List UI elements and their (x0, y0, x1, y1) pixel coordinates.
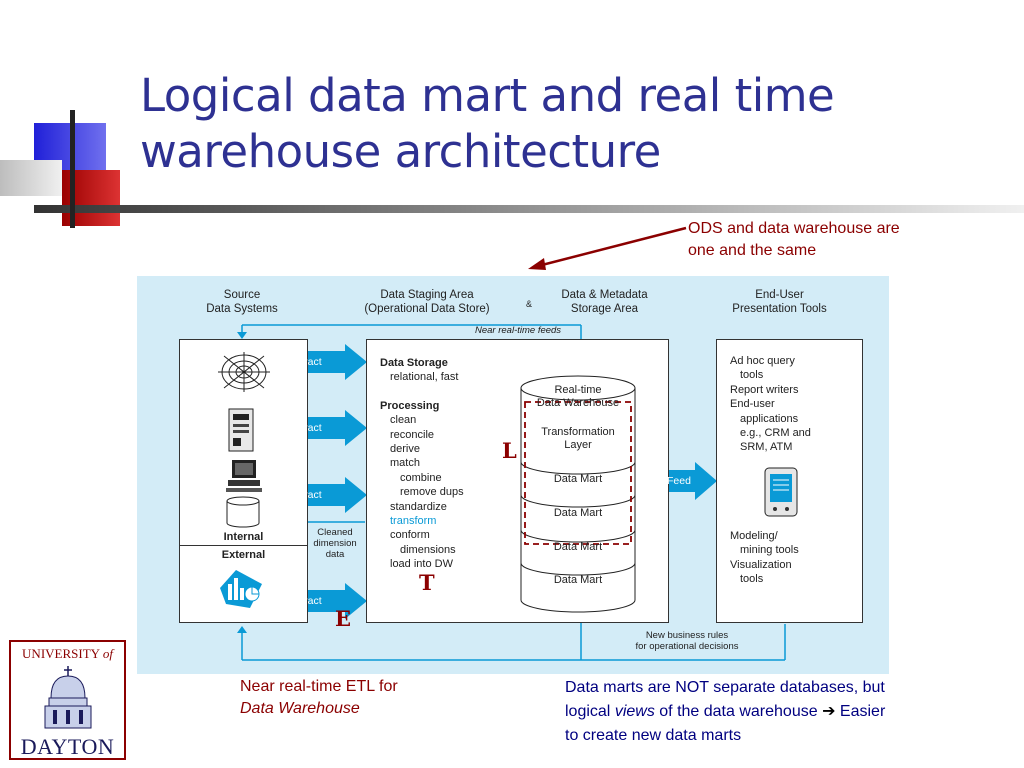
pda-device-icon (764, 467, 798, 517)
enduser-list-lower: Modeling/ mining tools Visualization too… (730, 530, 799, 586)
realtime-warehouse-cylinder (520, 375, 636, 613)
desktop-computer-icon (226, 460, 262, 492)
extract-label-3: Extract (289, 489, 322, 501)
data-marts-note: Data marts are NOT separate databases, b… (565, 676, 1005, 748)
marts-note-line-1: Data marts are NOT separate databases, b… (565, 679, 885, 696)
feed-label: Feed (667, 475, 691, 487)
marts-note-line-2: logical views of the data warehouse ➔ Ea… (565, 703, 886, 720)
university-logo: UNIVERSITY of DAYTON (9, 640, 126, 760)
header-amp: & (525, 299, 532, 309)
right-arrow-icon: ➔ (822, 703, 836, 720)
internal-label: Internal (223, 531, 264, 543)
database-icon (226, 496, 260, 528)
extract-label-4: Extract (289, 595, 322, 607)
extract-label-1: Extract (289, 356, 322, 368)
etl-note-line-1: Near real-time ETL for (240, 678, 398, 695)
data-mart-3: Data Mart (553, 541, 603, 553)
letter-t: T (419, 570, 435, 595)
ods-pointer-arrow (528, 226, 687, 270)
staging-list: Data Storage relational, fast Processing… (380, 357, 464, 571)
ods-note-line-2: one and the same (688, 242, 817, 259)
server-icon (228, 408, 254, 452)
title-line-2: warehouse architecture (140, 125, 661, 178)
chapel-dome-icon (44, 666, 92, 729)
etl-note-line-2: Data Warehouse (240, 700, 360, 717)
etl-note: Near real-time ETL for Data Warehouse (240, 676, 398, 720)
data-mart-1: Data Mart (553, 473, 603, 485)
source-systems-box: Internal External (179, 339, 308, 623)
ods-note: ODS and data warehouse are one and the s… (688, 218, 900, 262)
data-mart-2: Data Mart (553, 507, 603, 519)
title-line-1: Logical data mart and real time (140, 69, 835, 122)
marts-note-line-3: to create new data marts (565, 727, 742, 744)
header-decoration (0, 110, 1024, 228)
analytics-chart-icon (220, 570, 262, 608)
extract-label-2: Extract (289, 422, 322, 434)
ods-note-line-1: ODS and data warehouse are (688, 220, 900, 237)
header-staging: Data Staging Area(Operational Data Store… (364, 289, 490, 315)
external-label: External (221, 549, 266, 561)
staging-box: Data Storage relational, fast Processing… (366, 339, 669, 623)
spider-web-icon (218, 352, 270, 392)
data-mart-4: Data Mart (553, 574, 603, 586)
near-realtime-feeds-label: Near real-time feeds (475, 325, 562, 336)
letter-e: E (335, 606, 352, 631)
slide-title: Logical data mart and real time warehous… (140, 68, 1000, 180)
enduser-box: Ad hoc query tools Report writers End-us… (716, 339, 863, 623)
enduser-list: Ad hoc query tools Report writers End-us… (730, 355, 811, 454)
letter-l: L (502, 438, 517, 463)
